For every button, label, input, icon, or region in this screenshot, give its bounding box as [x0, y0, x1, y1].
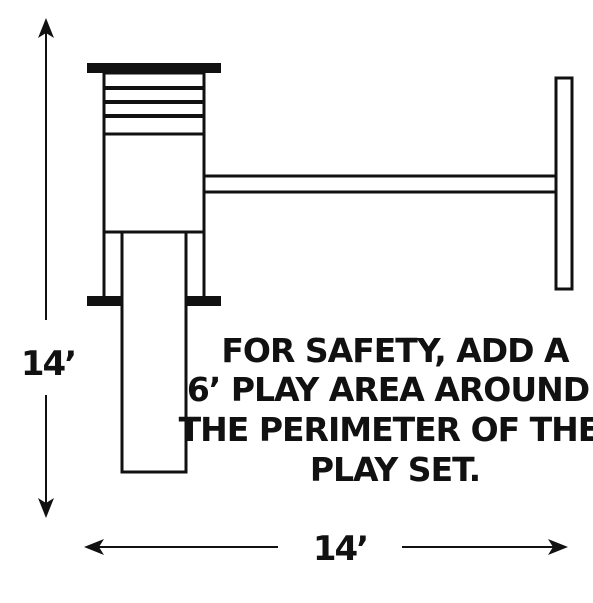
height-dimension [38, 18, 54, 518]
width-dimension [84, 539, 568, 555]
safety-note-line: 6’ PLAY AREA AROUND [187, 370, 589, 409]
swing-a-frame [554, 76, 574, 291]
safety-note-line: THE PERIMETER OF THE [179, 410, 593, 449]
safety-note: FOR SAFETY, ADD A 6’ PLAY AREA AROUND TH… [179, 331, 593, 489]
arrow-down-icon [38, 498, 54, 518]
slide [120, 230, 188, 474]
width-label: 14’ [313, 529, 367, 569]
arrow-up-icon [38, 18, 54, 38]
height-label: 14’ [21, 344, 75, 384]
safety-note-line: PLAY SET. [310, 450, 480, 489]
arrow-right-icon [548, 539, 568, 555]
play-set [87, 63, 574, 474]
safety-note-line: FOR SAFETY, ADD A [221, 331, 570, 370]
swing-beam [202, 174, 560, 194]
arrow-left-icon [84, 539, 104, 555]
roof-top-beam [87, 63, 221, 73]
